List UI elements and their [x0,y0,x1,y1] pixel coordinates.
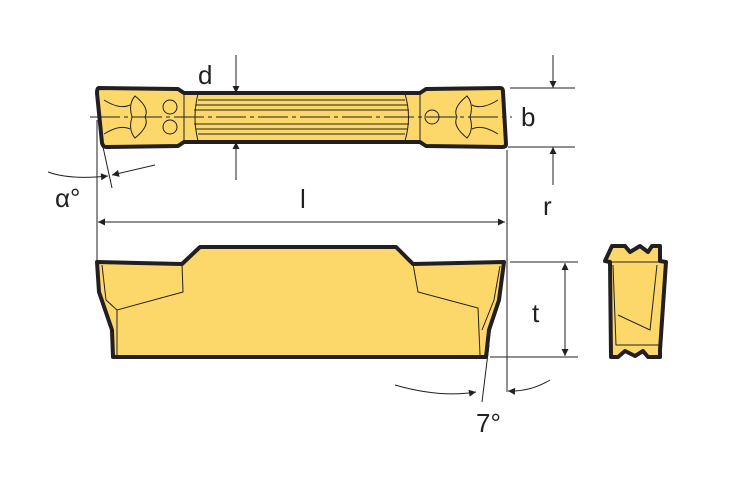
label-r: r [543,191,552,221]
label-l: l [300,184,306,214]
label-alpha: α° [55,183,81,213]
label-b: b [521,102,536,132]
label-t: t [532,298,540,328]
dimension-alpha [47,120,156,262]
label-7-degrees: 7° [476,408,501,438]
label-d: d [198,60,213,90]
side-view-insert [95,245,506,359]
end-view-insert [603,244,668,359]
dimension-b [508,55,575,185]
dimension-l [98,150,508,392]
dimension-7deg [394,344,551,403]
dimension-t [490,261,578,358]
top-view-insert [90,86,512,149]
